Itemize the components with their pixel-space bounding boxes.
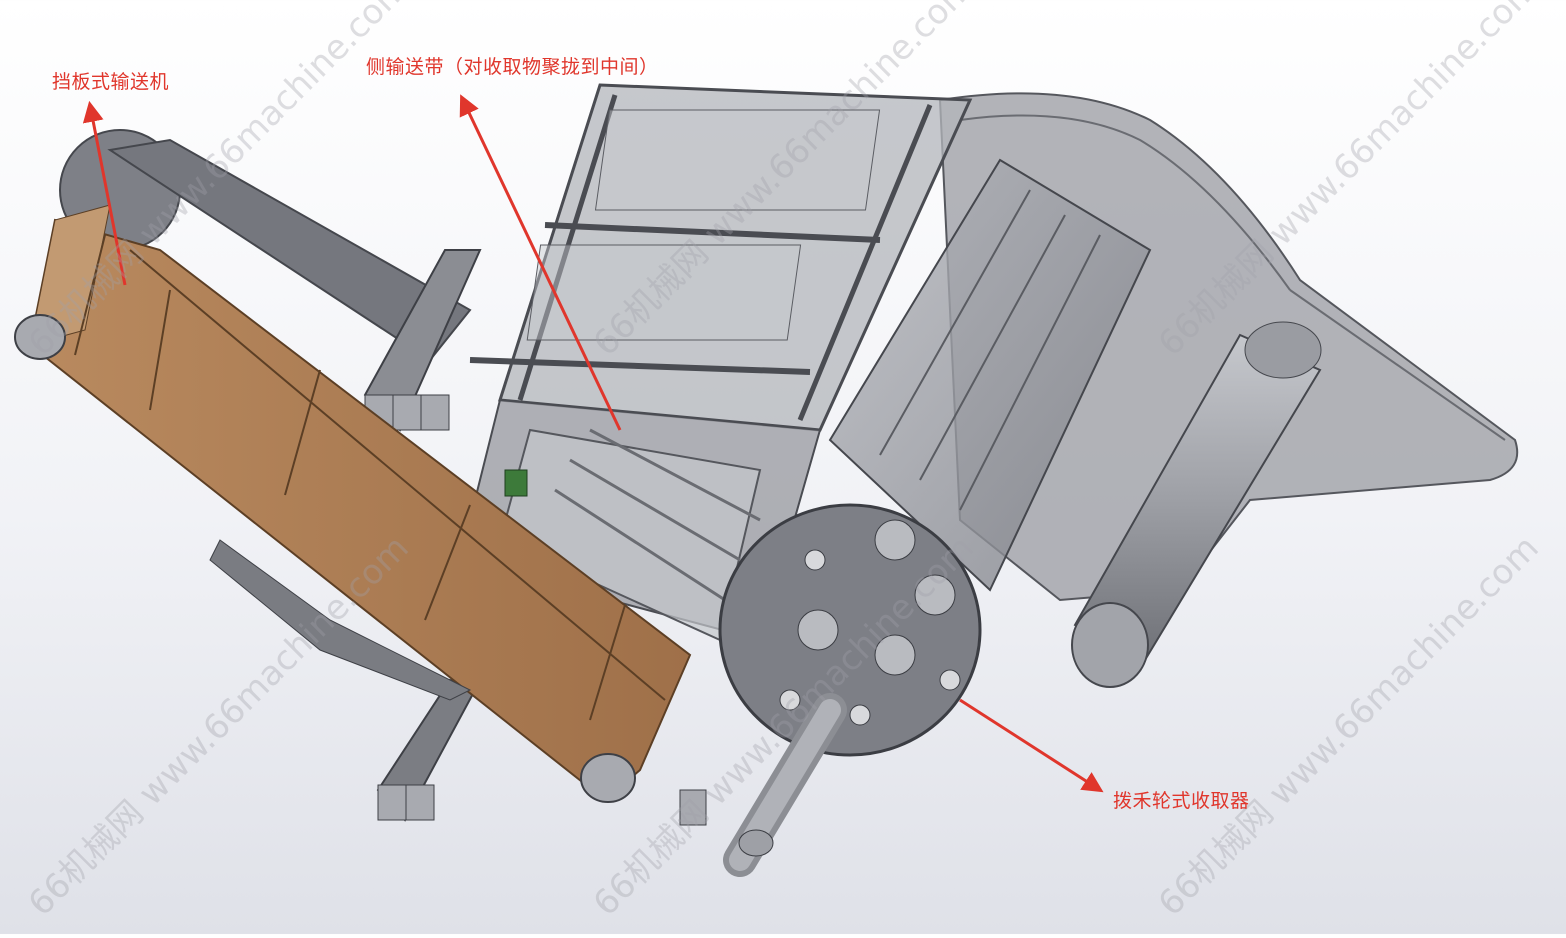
side-belt xyxy=(498,428,762,642)
green-motor-block xyxy=(504,469,528,497)
annotation-arrows xyxy=(82,94,1104,793)
conveyor-bottom-roller xyxy=(580,753,636,803)
label-baffle-conveyor: 挡板式输送机 xyxy=(52,71,170,93)
label-reel-harvester: 拨禾轮式收取器 xyxy=(1113,790,1250,812)
support-tubes xyxy=(363,249,707,826)
baffle-conveyor xyxy=(14,204,692,803)
arrow-conveyor xyxy=(82,100,127,286)
label-side-belt: 侧输送带（对收取物聚拢到中间） xyxy=(366,56,659,78)
reel-drum xyxy=(718,158,1152,877)
bottom-roller xyxy=(1071,321,1322,688)
arrow-side-belt xyxy=(459,94,622,431)
conveyor-top-roller xyxy=(14,314,66,360)
arrow-reel xyxy=(959,698,1104,793)
